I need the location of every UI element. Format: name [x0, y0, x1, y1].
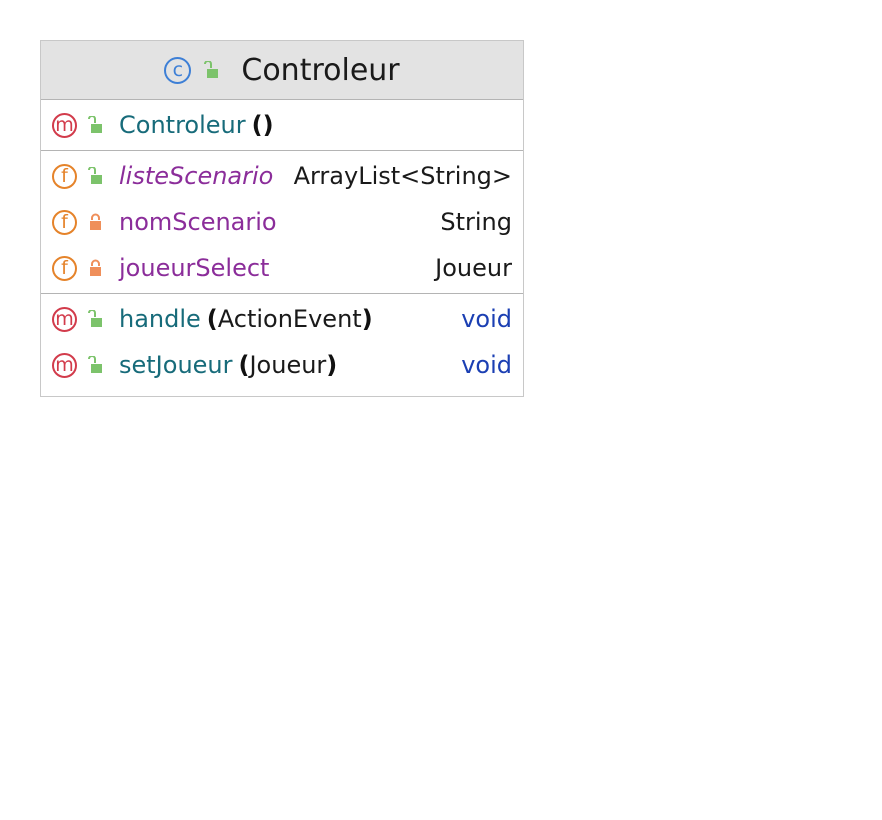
class-icon: c [164, 56, 192, 84]
open-paren: ( [251, 111, 263, 139]
public-unlocked-icon [88, 356, 102, 373]
constructors-section: m Controleur () [41, 100, 523, 151]
field-icon: f [52, 209, 77, 235]
constructor-name: Controleur [119, 111, 246, 139]
field-type: ArrayList<String> [293, 162, 512, 190]
private-lock-icon [90, 213, 101, 230]
public-unlocked-icon [88, 116, 102, 133]
method-icon: m [52, 112, 77, 138]
open-paren: ( [238, 351, 250, 379]
private-lock-icon [90, 259, 101, 276]
constructor-row[interactable]: m Controleur () [41, 102, 523, 148]
close-paren: ) [326, 351, 338, 379]
method-icon: m [52, 352, 77, 378]
method-params: ActionEvent [217, 305, 362, 333]
open-paren: ( [206, 305, 218, 333]
method-return-type: void [461, 305, 512, 333]
field-row[interactable]: f joueurSelect Joueur [41, 245, 523, 291]
field-name: joueurSelect [119, 254, 270, 282]
public-unlocked-icon [88, 167, 102, 184]
public-unlocked-icon [88, 310, 102, 327]
field-name: nomScenario [119, 208, 277, 236]
methods-section: m handle (ActionEvent) void m setJoueur … [41, 294, 523, 396]
public-unlocked-icon [204, 61, 219, 78]
close-paren: ) [262, 111, 274, 139]
method-name: setJoueur [119, 351, 233, 379]
field-name: listeScenario [119, 162, 274, 190]
field-type: String [440, 208, 512, 236]
field-row[interactable]: f listeScenario ArrayList<String> [41, 153, 523, 199]
method-icon: m [52, 306, 77, 332]
field-type: Joueur [435, 254, 512, 282]
fields-section: f listeScenario ArrayList<String> f nomS… [41, 151, 523, 294]
field-row[interactable]: f nomScenario String [41, 199, 523, 245]
field-icon: f [52, 163, 77, 189]
method-row[interactable]: m setJoueur (Joueur) void [41, 342, 523, 388]
close-paren: ) [361, 305, 373, 333]
method-name: handle [119, 305, 201, 333]
class-name: Controleur [241, 52, 400, 88]
uml-class-box[interactable]: c Controleur m Controleur () f listeScen… [40, 40, 524, 397]
method-params: Joueur [249, 351, 327, 379]
class-header: c Controleur [41, 41, 523, 100]
method-row[interactable]: m handle (ActionEvent) void [41, 296, 523, 342]
method-return-type: void [461, 351, 512, 379]
field-icon: f [52, 255, 77, 281]
